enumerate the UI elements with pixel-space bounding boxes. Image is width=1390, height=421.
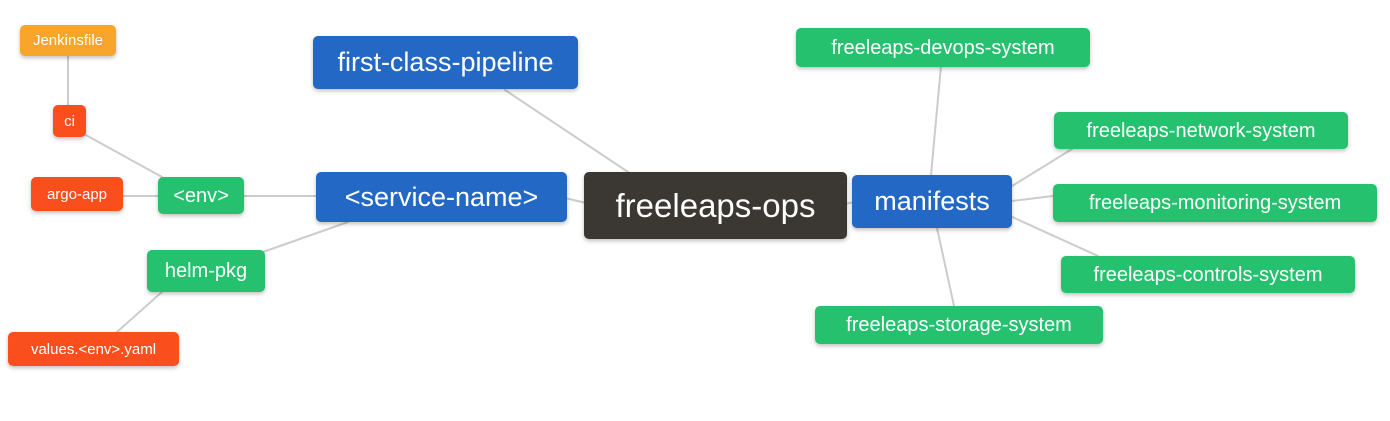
node-freeleaps-monitoring-system[interactable]: freeleaps-monitoring-system [1053, 184, 1377, 222]
node-freeleaps-devops-system[interactable]: freeleaps-devops-system [796, 28, 1090, 67]
node-manifests[interactable]: manifests [852, 175, 1012, 228]
edge-manifests-controls-system [1009, 215, 1099, 257]
node-freeleaps-network-system[interactable]: freeleaps-network-system [1054, 112, 1348, 149]
edge-service-name-helm-pkg [262, 221, 349, 253]
node-ci[interactable]: ci [53, 105, 86, 137]
edge-manifests-devops-system [930, 65, 942, 176]
node-service-name[interactable]: <service-name> [316, 172, 567, 222]
edge-manifests-storage-system [936, 227, 955, 307]
node-argo-app[interactable]: argo-app [31, 177, 123, 211]
node-freeleaps-controls-system[interactable]: freeleaps-controls-system [1061, 256, 1355, 293]
node-first-class-pipeline[interactable]: first-class-pipeline [313, 36, 578, 89]
node-freeleaps-storage-system[interactable]: freeleaps-storage-system [815, 306, 1103, 344]
edge-helm-pkg-values [116, 290, 164, 333]
node-values-env-yaml[interactable]: values.<env>.yaml [8, 332, 179, 366]
edge-manifests-network-system [1011, 148, 1073, 187]
node-env[interactable]: <env> [158, 177, 244, 214]
edge-manifests-monitoring-system [1011, 195, 1054, 202]
node-jenkinsfile[interactable]: Jenkinsfile [20, 25, 116, 56]
node-freeleaps-ops[interactable]: freeleaps-ops [584, 172, 847, 239]
edge-first-class-pipeline-freeleaps-ops [504, 89, 629, 173]
node-helm-pkg[interactable]: helm-pkg [147, 250, 265, 292]
edge-ci-env [83, 133, 163, 178]
edge-service-name-freeleaps-ops [564, 197, 587, 204]
